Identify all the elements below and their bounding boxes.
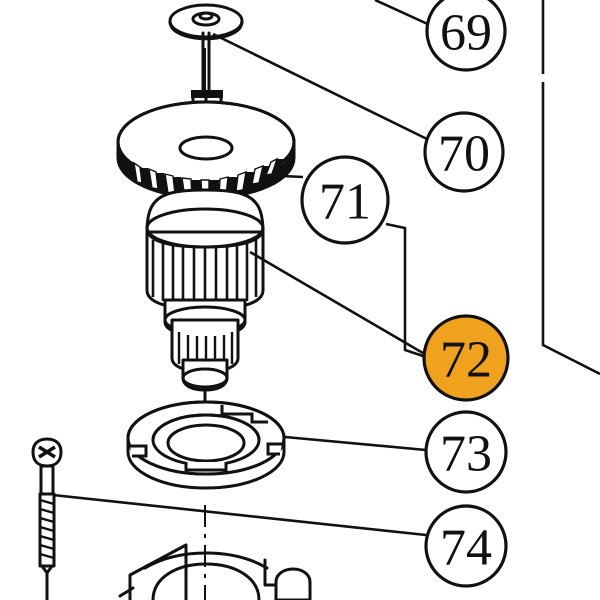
right-border-lower-line	[541, 82, 600, 376]
ring-notch-right	[266, 442, 282, 456]
callout-label-74: 74	[440, 520, 492, 577]
callout-group: 69 70 71 72 73 74	[300, 0, 510, 588]
ring-outer-contour	[126, 400, 286, 440]
callout-circle-69[interactable]	[425, 0, 507, 72]
callout-circle-70[interactable]	[423, 111, 505, 193]
ring-notch-bottom	[184, 462, 228, 472]
callout-label-73: 73	[440, 426, 492, 483]
washer-bore	[198, 11, 214, 21]
housing-right-lug	[274, 567, 312, 600]
part-flat-washer	[168, 3, 244, 41]
fan-disc-outline	[116, 100, 296, 144]
callout-circle-74[interactable]	[424, 504, 508, 588]
leader-line-70	[212, 32, 428, 141]
housing-left-wall	[128, 543, 188, 600]
screw-cross-slot	[38, 445, 56, 459]
ring-center-bore	[166, 423, 246, 463]
screw-shank	[39, 464, 55, 496]
callout-circle-72[interactable]	[422, 314, 510, 402]
leader-line-72	[249, 250, 429, 358]
fan-center-boss	[178, 135, 234, 161]
leader-lines	[52, 0, 433, 537]
ring-notch-left	[130, 444, 148, 458]
housing-front-arc	[151, 562, 261, 600]
callout-70[interactable]: 70	[423, 111, 505, 193]
part-gear-housing	[118, 543, 312, 600]
callout-69[interactable]: 69	[425, 0, 507, 72]
callout-label-72: 72	[440, 332, 492, 389]
leader-line-71-to-72-bracket	[385, 222, 427, 359]
callout-72[interactable]: 72	[422, 314, 510, 402]
part-machine-screw	[31, 437, 63, 600]
ring-notches	[130, 405, 282, 472]
callout-73[interactable]: 73	[424, 410, 508, 494]
armature-laminations	[151, 240, 258, 308]
housing-edge-hint	[118, 586, 135, 598]
callout-circle-71[interactable]	[300, 155, 390, 245]
callout-71[interactable]: 71	[300, 155, 390, 245]
leader-line-71	[281, 174, 304, 179]
washer-rim-edge	[168, 20, 244, 40]
armature-core-top	[145, 188, 265, 234]
part-bearing-retainer-ring	[126, 400, 286, 490]
frame-lines	[541, 0, 600, 376]
part-armature-rotor	[145, 188, 265, 410]
housing-inner-arc	[143, 551, 269, 570]
callout-label-71: 71	[319, 174, 371, 231]
leader-line-69	[374, 0, 433, 28]
leader-line-73	[284, 435, 427, 452]
callout-label-70: 70	[438, 126, 490, 183]
callout-circle-73[interactable]	[424, 410, 508, 494]
callout-74[interactable]: 74	[424, 504, 508, 588]
part-cooling-fan-gear	[116, 90, 296, 200]
callout-label-69: 69	[440, 5, 492, 62]
ring-inner-contour	[151, 413, 261, 442]
ring-notch-top-right	[220, 405, 268, 424]
gear-tooth-gaps	[133, 157, 279, 200]
part-shaft-upper	[201, 31, 211, 94]
screw-threads	[39, 498, 55, 560]
leader-line-74	[52, 493, 427, 537]
